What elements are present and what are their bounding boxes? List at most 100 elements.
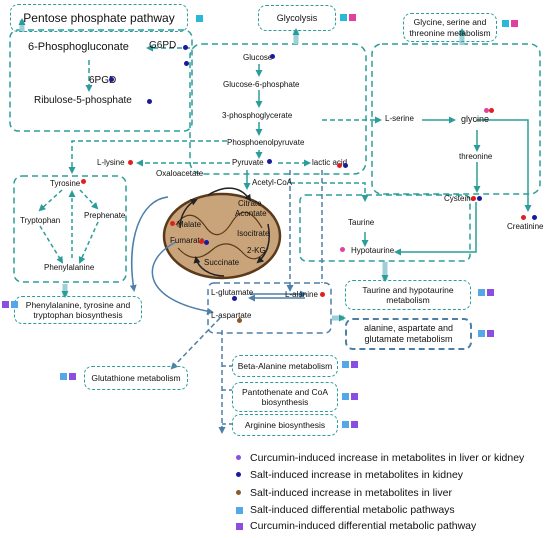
metabolite-tyrosine: Tyrosine xyxy=(50,179,81,188)
metabolite-2kg: 2-KG xyxy=(247,246,266,255)
phe-tyr-trp-box: Phenylalanine, tyrosine and tryptophan b… xyxy=(14,296,142,324)
marker-dot xyxy=(477,196,482,201)
pentose-pathway-box: Pentose phosphate pathway xyxy=(10,4,188,32)
marker-square xyxy=(69,373,76,380)
metabolite-glucose: Glucose xyxy=(243,53,273,62)
marker-square xyxy=(502,20,509,27)
metabolite-glucose6p: Glucose-6-phosphate xyxy=(223,80,300,89)
aromatic-region xyxy=(13,175,127,283)
ala-asp-glu-box: alanine, aspartate and glutamate metabol… xyxy=(345,318,472,350)
marker-dot xyxy=(337,163,342,168)
metabolite-oxaloacetate: Oxaloacetate xyxy=(156,169,204,178)
taurine-box: Taurine and hypotaurine metabolism xyxy=(345,280,471,310)
legend-label: Salt-induced differential metabolic path… xyxy=(250,504,455,516)
enzyme-g6pd: G6PD xyxy=(149,40,177,51)
metabolite-lactic-acid: lactic acid xyxy=(312,158,348,167)
marker-dot xyxy=(232,296,237,301)
marker-square xyxy=(349,14,356,21)
metabolite-acetyl-coa: Acetyl-CoA xyxy=(252,178,293,187)
marker-dot xyxy=(128,160,133,165)
marker-dot xyxy=(320,292,325,297)
metabolite-succinate: Succinate xyxy=(204,258,240,267)
metabolite-fumarate: Fumarate xyxy=(170,236,205,245)
metabolite-pyruvate: Pyruvate xyxy=(232,158,264,167)
marker-dot xyxy=(184,61,189,66)
metabolite-hypotaurine: Hypotaurine xyxy=(351,246,395,255)
legend-label: Curcumin-induced increase in metabolites… xyxy=(250,452,525,464)
marker-square xyxy=(478,330,485,337)
marker-square xyxy=(342,361,349,368)
marker-dot xyxy=(199,239,204,244)
serine-region xyxy=(371,43,541,195)
metabolite-ribulose: Ribulose-5-phosphate xyxy=(34,95,132,106)
marker-dot xyxy=(237,318,242,323)
legend-swatch xyxy=(236,455,241,460)
metabolite-serine: L-serine xyxy=(385,114,414,123)
glycolysis-region xyxy=(189,43,367,175)
marker-dot xyxy=(484,108,489,113)
metabolite-taurine: Taurine xyxy=(348,218,375,227)
marker-square xyxy=(340,14,347,21)
metabolite-phosphogluconate: 6-Phosphogluconate xyxy=(28,41,129,53)
marker-dot xyxy=(183,45,188,50)
marker-dot xyxy=(532,215,537,220)
metabolite-creatinine: Creatinine xyxy=(507,222,544,231)
metabolite-tryptophan: Tryptophan xyxy=(20,216,61,225)
metabolite-glycine: glycine xyxy=(461,114,490,124)
legend-swatch xyxy=(236,490,241,495)
metabolite-pep: Phosphoenolpyruvate xyxy=(227,138,305,147)
marker-square xyxy=(196,15,203,22)
arginine-box: Arginine biosynthesis xyxy=(232,414,338,436)
pentose-region xyxy=(9,29,193,132)
marker-square xyxy=(351,393,358,400)
taurine-region xyxy=(299,194,471,262)
amino-region xyxy=(207,282,332,334)
marker-square xyxy=(511,20,518,27)
metabolite-3pg: 3-phosphoglycerate xyxy=(222,111,293,120)
metabolite-threonine: threonine xyxy=(459,152,493,161)
metabolite-phenylalanine: Phenylalanine xyxy=(44,263,95,272)
marker-square xyxy=(351,361,358,368)
marker-square xyxy=(487,330,494,337)
marker-dot xyxy=(204,240,209,245)
marker-dot xyxy=(267,159,272,164)
metabolite-prephenate: Prephenate xyxy=(84,211,126,220)
metabolite-glutamate: L-glutamate xyxy=(211,288,254,297)
marker-dot xyxy=(270,54,275,59)
marker-dot xyxy=(109,77,114,82)
metabolite-alanine: L-alanine xyxy=(285,290,318,299)
marker-dot xyxy=(340,247,345,252)
pantothenate-box: Pantothenate and CoA biosynthesis xyxy=(232,382,338,412)
legend-label: Salt-induced increase in metabolites in … xyxy=(250,487,452,499)
marker-square xyxy=(487,289,494,296)
enzyme-6pgd: 6PGD xyxy=(89,75,117,86)
legend-label: Salt-induced increase in metabolites in … xyxy=(250,469,464,481)
marker-dot xyxy=(147,99,152,104)
marker-dot xyxy=(471,196,476,201)
legend-swatch xyxy=(236,523,243,530)
legend-label: Curcumin-induced differential metabolic … xyxy=(250,520,477,532)
marker-dot xyxy=(489,108,494,113)
beta-alanine-box: Beta-Alanine metabolism xyxy=(232,355,338,377)
metabolite-lysine: L-lysine xyxy=(97,158,125,167)
marker-square xyxy=(478,289,485,296)
metabolite-malate: Malate xyxy=(177,220,202,229)
glycolysis-box: Glycolysis xyxy=(258,5,336,31)
marker-square xyxy=(2,301,9,308)
metabolite-aspartate: L-aspartate xyxy=(211,311,252,320)
marker-dot xyxy=(81,179,86,184)
metabolite-isocitrate: Isocitrate xyxy=(237,229,270,238)
gly-ser-thr-box: Glycine, serine and threonine metabolism xyxy=(403,13,497,42)
marker-square xyxy=(342,393,349,400)
legend-swatch xyxy=(236,507,243,514)
metabolite-citrate: Citrate xyxy=(238,199,262,208)
marker-square xyxy=(11,301,18,308)
marker-dot xyxy=(343,163,348,168)
legend-swatch xyxy=(236,472,241,477)
glutathione-box: Glutathione metabolism xyxy=(84,366,188,390)
metabolite-cysteine: Cysteine xyxy=(444,194,476,203)
marker-square xyxy=(342,421,349,428)
marker-square xyxy=(60,373,67,380)
